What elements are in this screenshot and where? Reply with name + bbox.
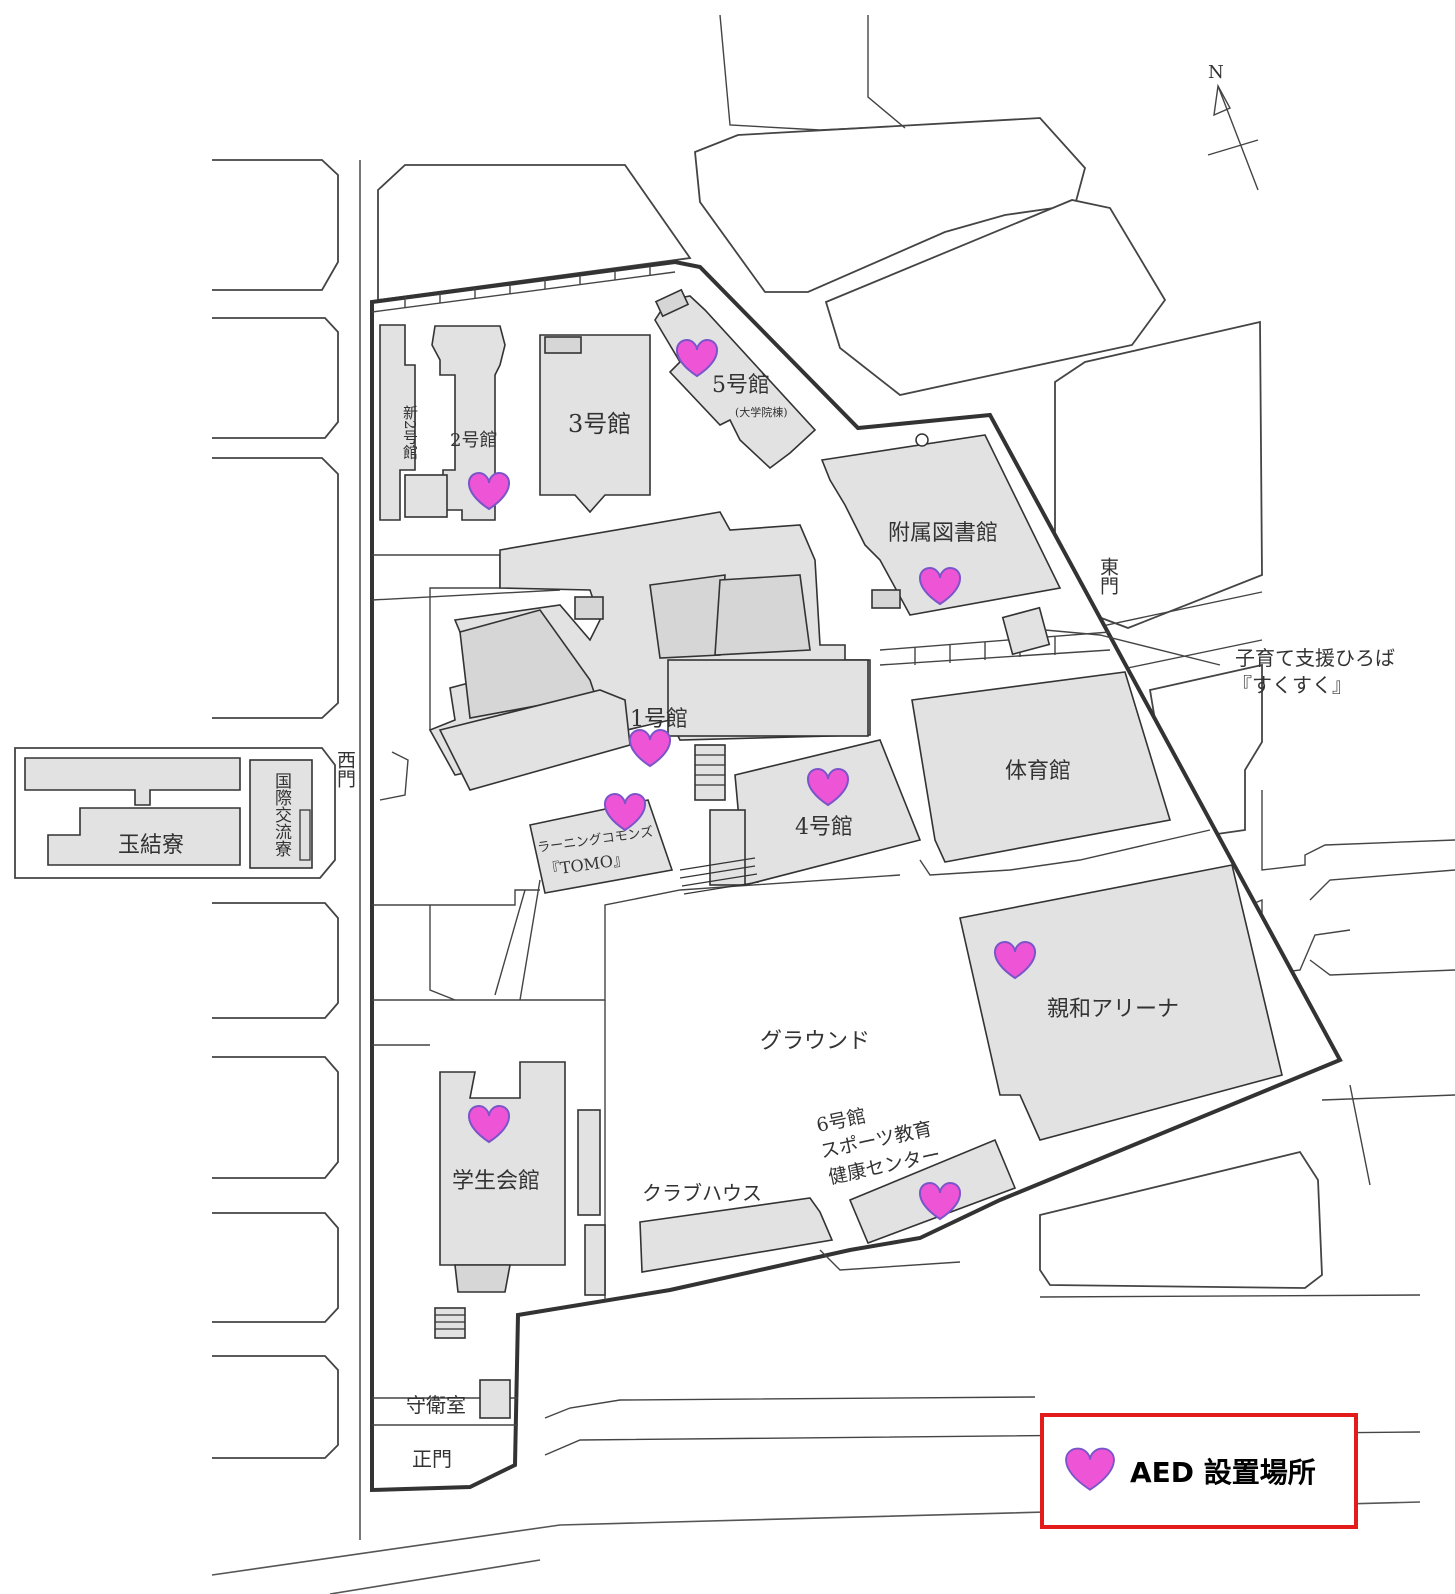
label-intl-dorm: 国際交流寮 (271, 772, 292, 858)
compass: N (1207, 62, 1259, 191)
aed-marker-4[interactable] (807, 767, 849, 807)
label-student-hall: 学生会館 (452, 1169, 540, 1194)
label-b1: 1号館 (630, 707, 688, 732)
aed-marker-1[interactable] (629, 728, 671, 768)
label-main-gate: 正門 (412, 1447, 452, 1471)
aed-marker-library[interactable] (919, 566, 961, 606)
label-b2: 2号館 (450, 430, 497, 451)
label-guard: 守衛室 (406, 1393, 466, 1417)
label-east-gate: 東門 (1097, 557, 1119, 595)
label-library: 附属図書館 (888, 521, 998, 546)
aed-legend: AED 設置場所 (1040, 1413, 1358, 1529)
aed-marker-student-hall[interactable] (468, 1104, 510, 1144)
aed-marker-2[interactable] (468, 471, 510, 511)
legend-label: AED 設置場所 (1130, 1456, 1316, 1489)
label-b4: 4号館 (795, 815, 853, 840)
aed-marker-tomo[interactable] (604, 792, 646, 832)
label-dorm: 玉結寮 (118, 833, 184, 858)
label-gym: 体育館 (1005, 759, 1071, 784)
aed-marker-5[interactable] (676, 338, 718, 378)
label-b5-sub: (大学院棟) (735, 405, 788, 419)
label-arena: 親和アリーナ (1047, 997, 1179, 1022)
label-west-gate: 西門 (334, 750, 356, 788)
label-b3: 3号館 (568, 410, 631, 438)
aed-markers (468, 338, 1036, 1221)
compass-north-label: N (1208, 62, 1224, 83)
labels: 新2号館 2号館 3号館 5号館 (大学院棟) 附属図書館 1号館 4号館 体育… (118, 373, 1395, 1471)
aed-marker-6[interactable] (919, 1181, 961, 1221)
label-new-2: 新2号館 (401, 405, 419, 460)
legend-heart-icon (1065, 1447, 1115, 1491)
dorm-area (14, 747, 336, 879)
aed-marker-arena[interactable] (994, 940, 1036, 980)
label-childcare-line2: 『すくすく』 (1232, 673, 1352, 697)
right-city-blocks (377, 14, 1455, 1456)
label-childcare-line1: 子育て支援ひろば (1235, 646, 1395, 670)
buildings (379, 288, 1283, 1419)
campus-fence (371, 266, 676, 313)
left-city-blocks (211, 159, 1421, 1594)
label-b5: 5号館 (712, 373, 770, 398)
label-ground: グラウンド (760, 1029, 870, 1054)
label-clubhouse: クラブハウス (642, 1181, 762, 1205)
